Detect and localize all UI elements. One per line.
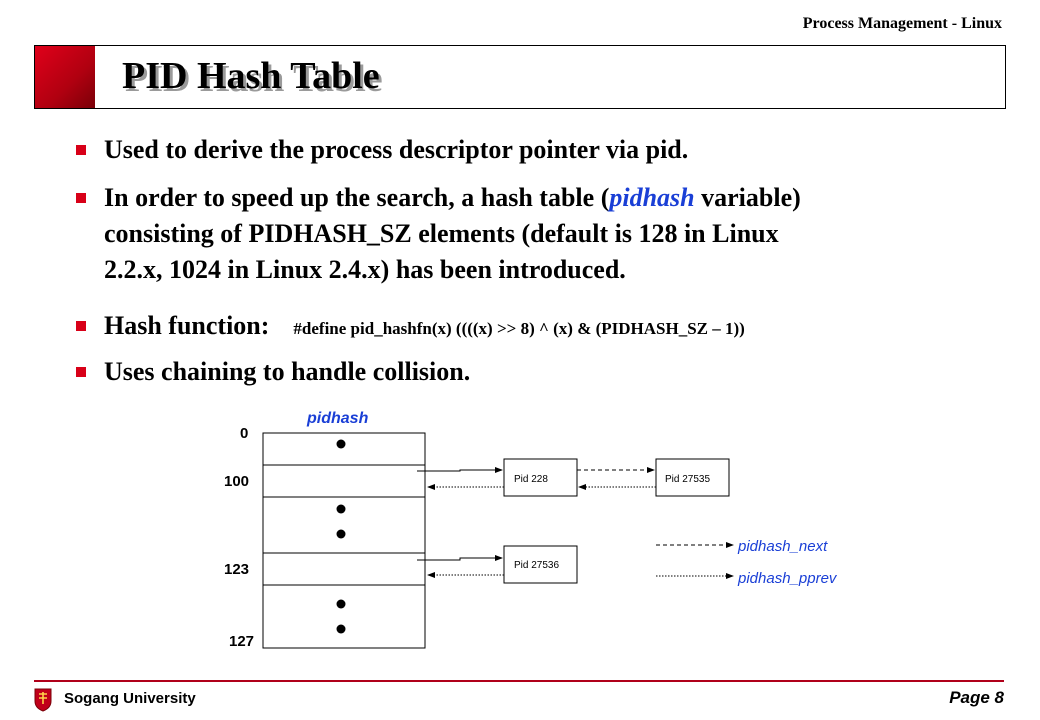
hash-function-label: Hash function: — [104, 311, 270, 340]
index-label-100: 100 — [224, 473, 249, 490]
bullet-3: Hash function: #define pid_hashfn(x) ((((… — [76, 308, 745, 347]
ellipsis-dot — [336, 599, 346, 609]
pid-node-228 — [503, 458, 578, 497]
page-number: Page 8 — [949, 688, 1004, 707]
bullet-2-line1-post: variable) — [694, 183, 801, 212]
pid-node-27536 — [503, 545, 578, 584]
legend-next-label: pidhash_next — [737, 538, 828, 555]
pidhash-variable: pidhash — [609, 183, 695, 212]
next-arrow-123-to-27536 — [417, 555, 503, 561]
title-accent-block — [35, 46, 95, 108]
pid-node-27536-label: Pid 27536 — [514, 560, 559, 571]
bullet-4-text: Uses chaining to handle collision. — [104, 357, 471, 386]
bullet-square-icon — [76, 321, 86, 331]
legend-pprev-label: pidhash_pprev — [737, 570, 838, 587]
bullet-square-icon — [76, 193, 86, 203]
bullet-square-icon — [76, 367, 86, 377]
bullet-2: In order to speed up the search, a hash … — [76, 180, 801, 288]
hash-array — [262, 432, 426, 649]
ellipsis-dot — [336, 624, 346, 634]
bullet-3-text: Hash function: #define pid_hashfn(x) ((((… — [104, 308, 745, 347]
ellipsis-dot — [336, 504, 346, 514]
bullet-2-text: In order to speed up the search, a hash … — [104, 180, 801, 288]
pid-node-228-label: Pid 228 — [514, 474, 548, 485]
bullet-2-pre: In order to speed up the search, a hash … — [104, 183, 610, 212]
ellipsis-dot — [336, 529, 346, 539]
bullet-square-icon — [76, 145, 86, 155]
page-title: PID Hash Table — [122, 55, 380, 97]
bullet-1: Used to derive the process descriptor po… — [76, 132, 688, 168]
university-logo-icon — [34, 688, 52, 712]
index-label-123: 123 — [224, 561, 249, 578]
bullet-4: Uses chaining to handle collision. — [76, 354, 470, 390]
index-label-127: 127 — [229, 633, 254, 650]
hash-function-code: #define pid_hashfn(x) ((((x) >> 8) ^ (x)… — [293, 319, 745, 338]
footer-university: Sogang University — [64, 690, 196, 707]
title-banner: PID Hash Table — [34, 45, 1006, 109]
bullet-2-line2: consisting of PIDHASH_SZ elements (defau… — [104, 219, 779, 248]
footer-divider — [34, 680, 1004, 682]
section-header: Process Management - Linux — [802, 15, 1002, 32]
pid-node-27535 — [655, 458, 730, 497]
next-arrow-100-to-228 — [417, 467, 503, 473]
bullet-2-line3: 2.2.x, 1024 in Linux 2.4.x) has been int… — [104, 255, 626, 284]
pid-node-27535-label: Pid 27535 — [665, 474, 710, 485]
index-label-0: 0 — [240, 425, 248, 442]
bullet-1-text: Used to derive the process descriptor po… — [104, 135, 689, 164]
pidhash-array-label: pidhash — [306, 410, 369, 427]
ellipsis-dot — [336, 439, 346, 449]
